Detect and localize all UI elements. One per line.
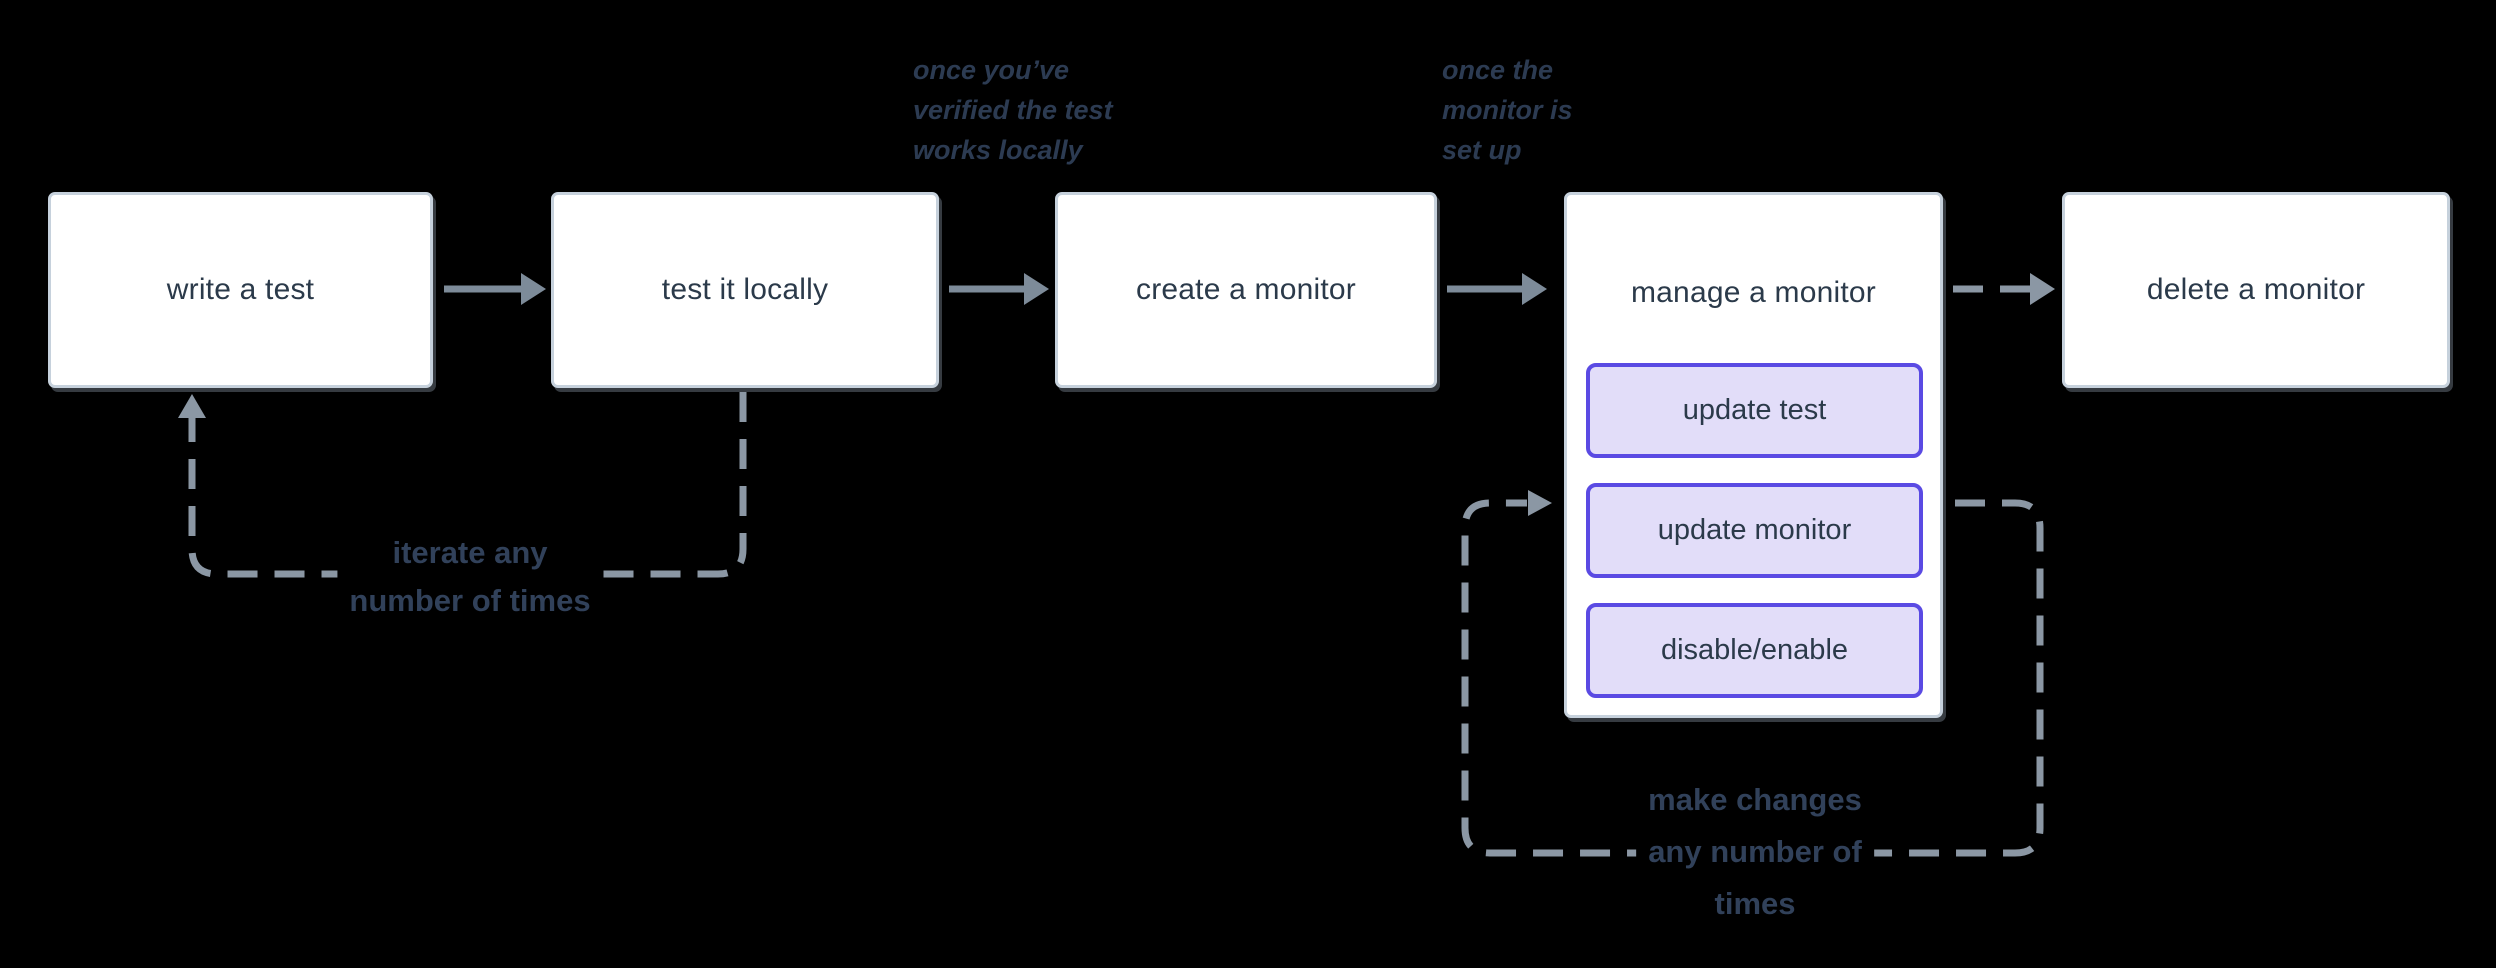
node-label: manage a monitor — [1630, 276, 1876, 309]
node-delete-a-monitor: delete a monitor — [2062, 192, 2450, 388]
arrow-right-icon — [949, 273, 1049, 305]
subnode-update-monitor: update monitor — [1586, 483, 1923, 578]
loop-label-make-changes: make changes any number of times — [1636, 774, 1874, 930]
node-label: create a monitor — [1136, 273, 1356, 306]
node-label: write a test — [166, 273, 315, 306]
loop-label-iterate: iterate any number of times — [337, 529, 603, 625]
subnode-label: update test — [1682, 394, 1827, 426]
annotation-verified-locally: once you’ve verified the test works loca… — [913, 55, 1113, 165]
subnode-update-test: update test — [1586, 363, 1923, 458]
node-manage-a-monitor: manage a monitor update test update moni… — [1564, 192, 1943, 718]
arrow-right-icon — [1447, 273, 1547, 305]
make-changes-loop-arrow — [1461, 490, 2044, 857]
dashed-arrow-right-icon — [1953, 273, 2055, 305]
manage-actions-stack: update test update monitor disable/enabl… — [1586, 363, 1923, 723]
node-label: test it locally — [661, 273, 829, 306]
node-label: delete a monitor — [2146, 273, 2366, 306]
node-create-a-monitor: create a monitor — [1055, 192, 1437, 388]
subnode-disable-enable: disable/enable — [1586, 603, 1923, 698]
annotation-monitor-set-up: once the monitor is set up — [1442, 55, 1573, 165]
node-write-a-test: write a test — [48, 192, 433, 388]
arrow-right-icon — [444, 273, 546, 305]
subnode-label: update monitor — [1657, 514, 1852, 546]
node-test-it-locally: test it locally — [551, 192, 939, 388]
subnode-label: disable/enable — [1660, 634, 1849, 666]
